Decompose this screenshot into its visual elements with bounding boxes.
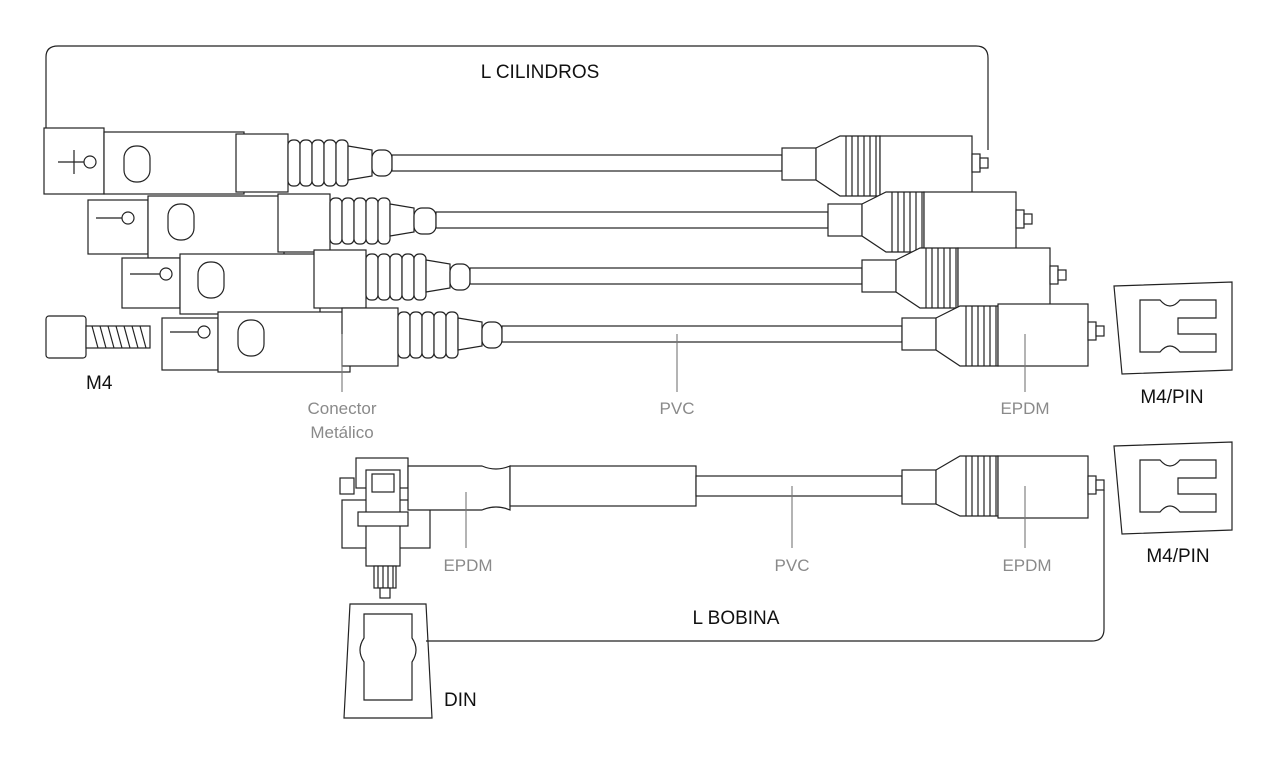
epdm-bobina-right-label: EPDM [1002,556,1051,575]
pvc-top-label: PVC [660,399,695,418]
cable-3 [121,247,1067,315]
din-terminal-icon [343,603,433,719]
cable-2 [87,191,1033,259]
bobina-cable [339,455,1105,599]
m4-pin-label-top: M4/PIN [1140,387,1203,408]
m4-terminal-icon [45,315,151,359]
cable-4 [161,303,1105,373]
m4-pin-terminal-top-icon [1113,281,1233,375]
epdm-bobina-left-label: EPDM [443,556,492,575]
m4-label: M4 [86,373,113,394]
l-bobina-bracket [426,490,1105,642]
l-cilindros-label: L CILINDROS [481,62,600,83]
epdm-top-label: EPDM [1000,399,1049,418]
m4-pin-terminal-bottom-icon [1113,441,1233,535]
pvc-bobina-label: PVC [775,556,810,575]
din-label: DIN [444,690,477,711]
conector-label-line2: Metálico [310,423,373,442]
conector-label-line1: Conector [308,399,377,418]
m4-pin-label-bottom: M4/PIN [1146,546,1209,567]
cable-1 [43,127,989,197]
l-bobina-label: L BOBINA [693,608,780,629]
l-cilindros-bracket [45,45,989,150]
